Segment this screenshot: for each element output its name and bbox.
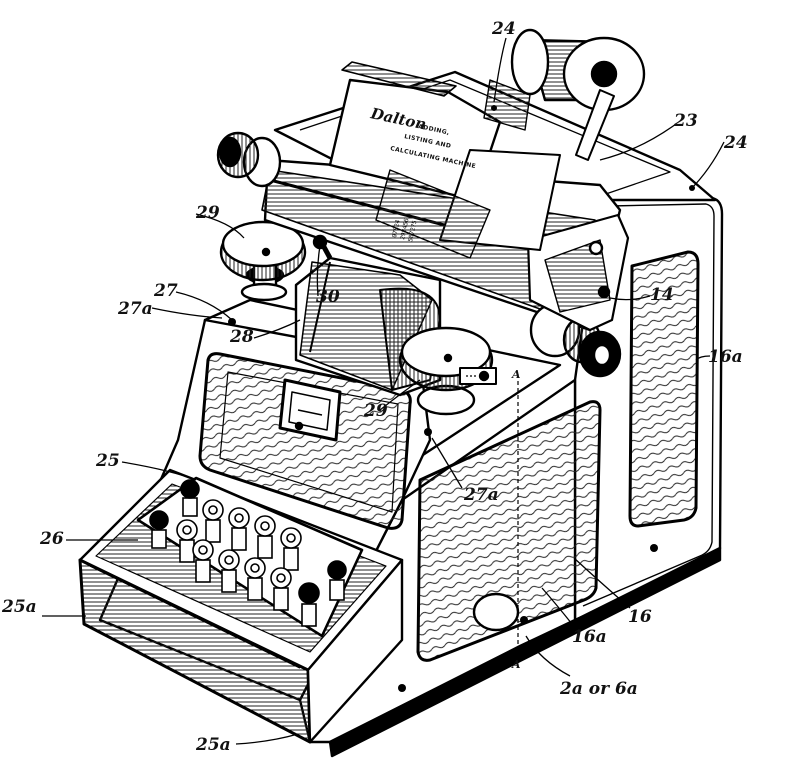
reference-numerals: 24 23 24 29 27 27a 30 28 14 16a 29 25 27… xyxy=(1,19,748,755)
ref-26: 26 xyxy=(39,529,64,549)
ref-24-top: 24 xyxy=(491,19,516,39)
ref-29-left: 29 xyxy=(195,203,220,223)
key[interactable] xyxy=(270,567,292,611)
key[interactable] xyxy=(218,549,240,593)
ref-a-bottom: A xyxy=(511,658,521,671)
key[interactable] xyxy=(180,479,200,517)
ref-27a-center: 27a xyxy=(463,485,499,505)
ref-24-right: 24 xyxy=(723,133,748,153)
upper-mechanism xyxy=(216,28,646,416)
ref-14: 14 xyxy=(650,285,674,305)
ref-28: 28 xyxy=(229,327,254,347)
key[interactable] xyxy=(149,510,169,549)
tape-row-2: 298456 xyxy=(399,217,410,240)
key[interactable] xyxy=(244,557,266,601)
key[interactable] xyxy=(327,560,347,601)
ref-25a-bottom: 25a xyxy=(195,735,231,755)
ref-a-top: A xyxy=(511,368,521,381)
key[interactable] xyxy=(192,539,214,583)
ref-25a-left: 25a xyxy=(1,597,37,617)
ref-16a-bottom: 16a xyxy=(572,627,607,647)
screws xyxy=(228,105,695,692)
ref-29-center: 29 xyxy=(363,401,388,421)
ref-25: 25 xyxy=(95,451,120,471)
keys xyxy=(149,479,347,627)
ref-30: 30 xyxy=(316,287,340,307)
leader-lines xyxy=(41,37,725,745)
ref-27: 27 xyxy=(153,281,178,301)
key[interactable] xyxy=(298,582,320,627)
tape-row-3: 587275 xyxy=(407,219,418,242)
ref-2a-or-6a: 2a or 6a xyxy=(559,679,638,699)
key[interactable] xyxy=(254,515,276,559)
ref-27a-left: 27a xyxy=(117,299,153,319)
tape-row-1: 07824 xyxy=(391,219,402,239)
key[interactable] xyxy=(228,507,250,551)
key[interactable] xyxy=(202,499,224,543)
ref-16a-right: 16a xyxy=(708,347,743,367)
ref-23: 23 xyxy=(673,111,698,131)
ref-16: 16 xyxy=(628,607,652,627)
key[interactable] xyxy=(280,527,302,571)
printed-tape-figures: 07824 298456 587275 xyxy=(391,217,418,242)
